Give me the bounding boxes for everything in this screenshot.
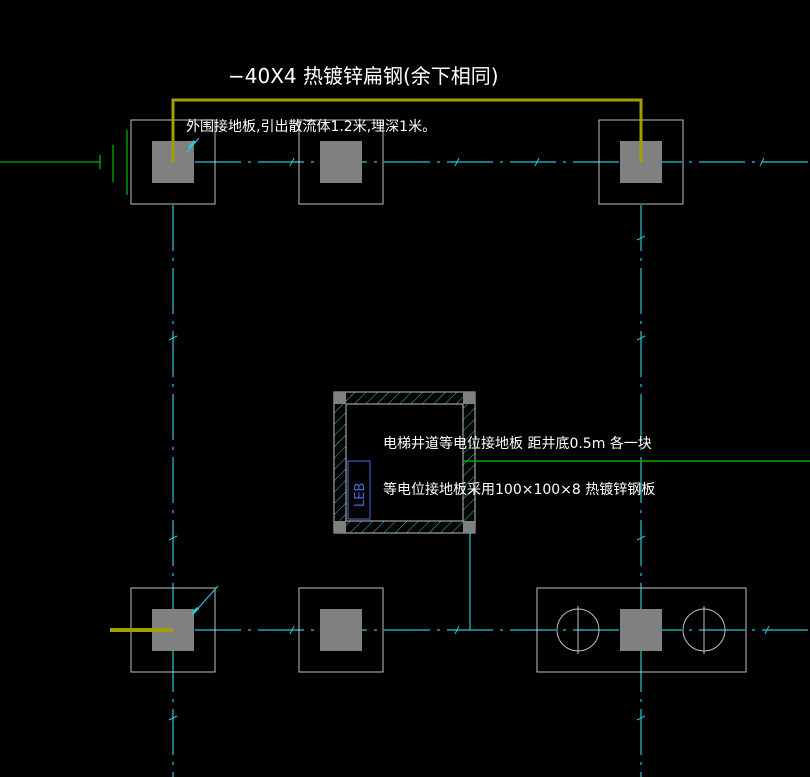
pile-cap-bottom-middle — [298, 587, 384, 673]
plate-spec-note-label: 等电位接地板采用100×100×8 热镀锌钢板 — [383, 481, 655, 498]
elevator-plate-note-label: 电梯井道等电位接地板 距井底0.5m 各一块 — [383, 435, 652, 452]
pile-cap-top-middle — [298, 119, 384, 205]
leaders — [186, 137, 219, 616]
leb-label: LEB — [353, 483, 368, 507]
outer-plate-note-label: 外围接地板,引出散流体1.2米,埋深1米。 — [186, 118, 436, 135]
elevator-shaft — [333, 391, 476, 534]
leb-box — [347, 460, 371, 520]
grounding-line-left — [0, 130, 128, 195]
axis-lines — [172, 161, 810, 777]
axis-ticks — [168, 157, 770, 721]
flat-steel-spec-label: −40X4 热镀锌扁钢(余下相同) — [228, 64, 499, 88]
pile-cap-bottom-right-triple — [536, 587, 747, 673]
flat-steel-top — [171, 98, 643, 162]
